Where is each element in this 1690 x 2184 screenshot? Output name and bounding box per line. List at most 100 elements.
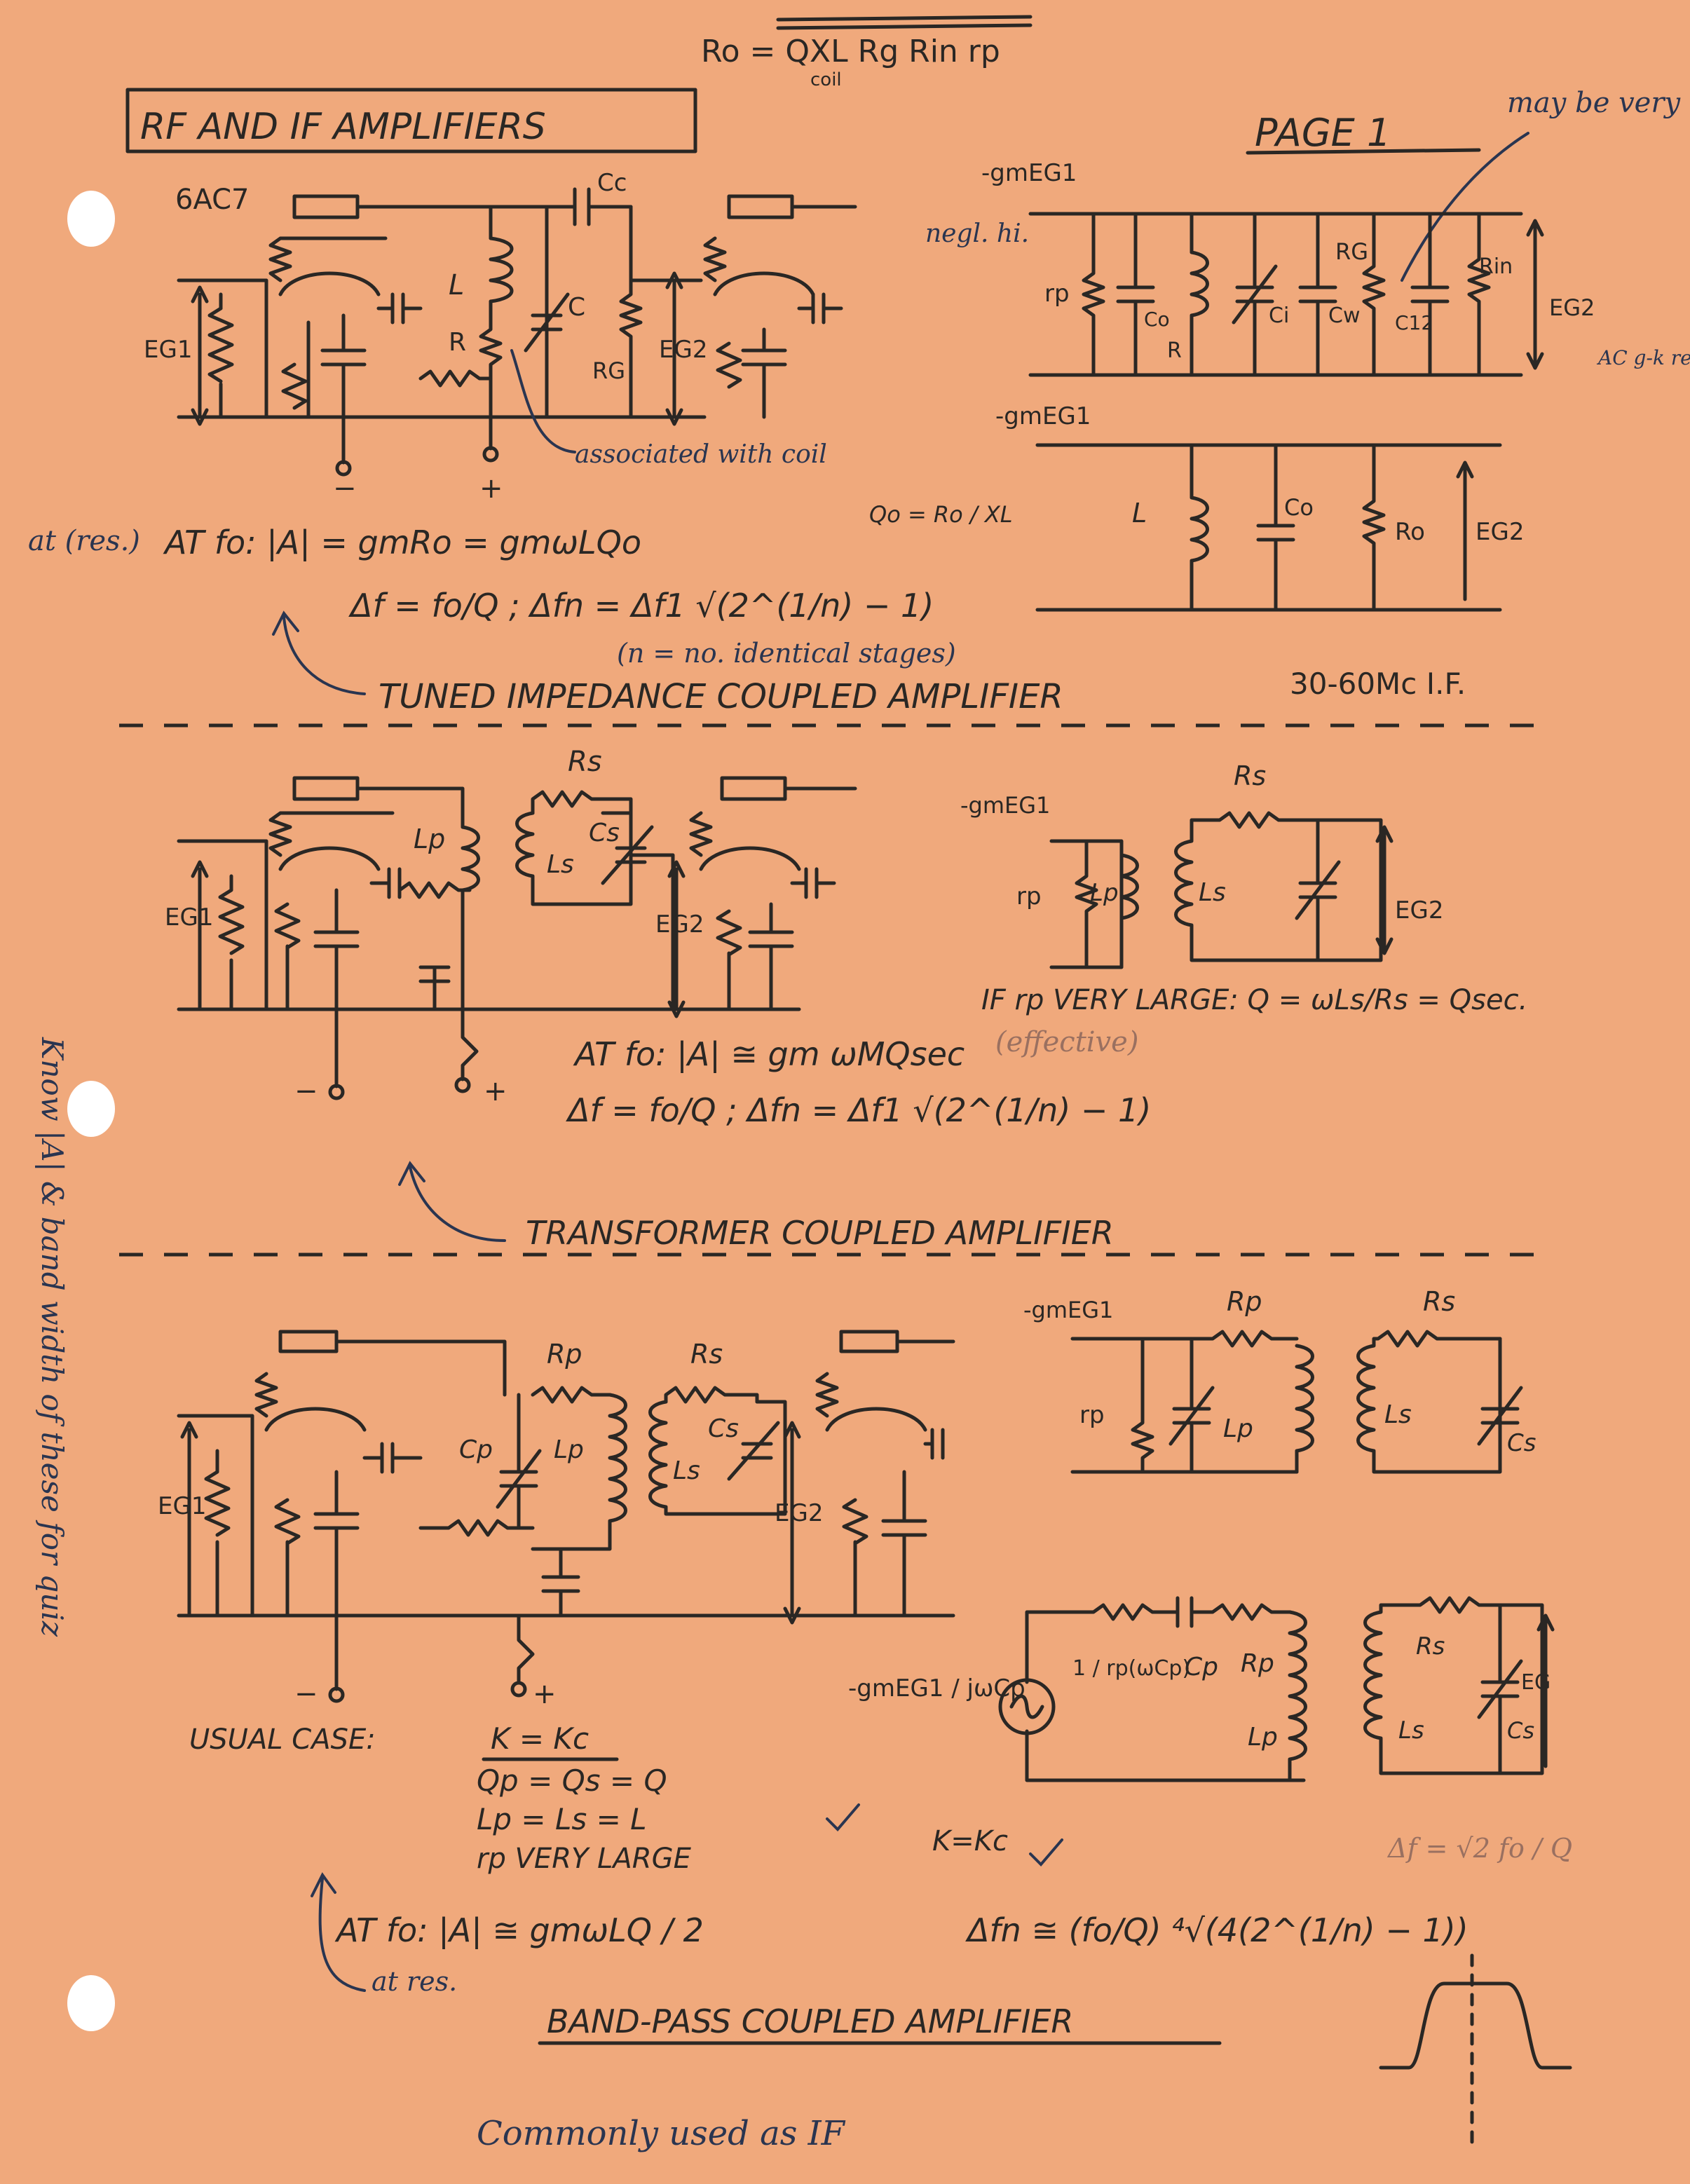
primary-coil-lp [461,825,480,1011]
co-capacitor-b [1256,443,1295,612]
plate-resistor [292,194,360,219]
cathode-resistor [281,320,311,419]
eq-gain-1: AT fo: |A| = gmRo = gmωLQo [163,524,641,562]
label-lp-eq3: Lp [1223,1414,1253,1443]
tuning-capacitor [524,205,570,419]
coil-resistor-r [479,299,503,419]
note-effective: (effective) [995,1026,1138,1058]
eq-bandwidth-2: Δf = fo/Q ; Δfn = Δf1 √(2^(1/n) − 1) [566,1091,1151,1129]
coil-l-eq [1190,212,1209,377]
label-eg1-3: EG1 [158,1492,206,1520]
label-ls-eq2: Ls [1199,878,1226,907]
label-gm-eg1-3: -gmEG1 [1023,1297,1113,1323]
check-mark-2 [1029,1838,1063,1866]
secondary-coil-ls [515,811,633,906]
label-rin: Rin [1479,254,1513,279]
cw-capacitor [1298,212,1337,377]
terminal-plus [482,446,499,463]
label-lp-eq2: Lp [1090,879,1119,907]
tuned-impedance-schematic [177,187,857,477]
label-c12: C12 [1395,311,1433,334]
label-rg: RG [592,357,625,384]
coupling-capacitor [489,187,633,226]
label-minus-2: − [294,1075,318,1107]
note-may-be-low: may be very low [1507,87,1690,119]
label-eg2: EG2 [659,336,707,364]
binder-hole-bottom [67,1975,115,2031]
cs-capacitor [601,825,654,885]
lp-coil-3 [531,1393,627,1551]
footer-note: Commonly used as IF [477,2114,846,2153]
label-eg1: EG1 [144,336,192,364]
rs-resistor-3 [664,1386,759,1404]
rg-resistor [1362,212,1386,377]
label-cp-3: Cp [459,1435,493,1464]
caption-bandpass: BAND-PASS COUPLED AMPLIFIER [547,2002,1073,2040]
usual-case-cond-2: Qp = Qs = Q [477,1763,667,1798]
equivalent-circuit-3b [998,1596,1555,1782]
label-ci: Ci [1269,303,1289,328]
label-source: -gmEG1 / jωCp [848,1674,1025,1702]
grid-lead [177,278,268,419]
check-mark-1 [826,1803,860,1831]
ro-resistor [1362,443,1386,612]
screen-feed-resistor [418,369,493,388]
eq-stages-note: (n = no. identical stages) [617,638,956,669]
usual-case-label: USUAL CASE: [189,1724,376,1756]
label-gm-eg1-2: -gmEG1 [960,792,1050,819]
rp-resistor-3 [531,1386,612,1404]
page-number: PAGE 1 [1255,111,1391,155]
caption-transformer: TRANSFORMER COUPLED AMPLIFIER [526,1214,1114,1252]
side-note-quiz: Know |A| & band width of these for quiz [35,1037,69,1637]
grid-resistor-rg [619,205,643,419]
label-ro: Ro [1395,518,1425,546]
label-eg-eq3b: EG [1521,1670,1551,1695]
label-ls-3: Ls [673,1456,700,1485]
equivalent-circuit-2 [1049,811,1393,969]
note-associated-with-coil: associated with coil [575,440,827,469]
arrow-associated [510,349,576,453]
ls-coil-3 [648,1400,787,1516]
label-rp-small-3: rp [1079,1401,1105,1429]
arrow-may-be-low [1401,132,1529,282]
bandpass-response-curve [1379,1981,1572,2070]
label-rp-2: rp [1016,882,1042,910]
label-r-frac: 1 / rp(ωCp) [1072,1656,1190,1681]
label-rs-eq2: Rs [1234,760,1266,791]
label-ls-eq3b: Ls [1398,1717,1424,1745]
label-gm-eg1-b: -gmEG1 [995,402,1091,430]
coil-l [489,236,514,303]
cond-rp-large: IF rp VERY LARGE: Q = ωLs/Rs = Qsec. [981,984,1527,1016]
label-eg2-eq2: EG2 [1395,896,1443,924]
arrow-section1 [272,610,366,695]
ci-capacitor [1232,212,1278,377]
equivalent-circuit-3a [1070,1330,1523,1474]
kkc-note: K=Kc [932,1825,1008,1857]
label-rs-eq3: Rs [1423,1286,1455,1317]
label-eg2-3: EG2 [775,1499,823,1527]
co-capacitor [1116,212,1155,377]
bypass-capacitor [320,313,367,419]
label-lp-eq3b: Lp [1248,1723,1278,1752]
usual-case-cond-3: Lp = Ls = L [477,1802,647,1836]
terminal-minus [335,460,352,477]
note-negl-hi: negl. hi. [925,219,1029,248]
screen-capacitor [376,292,423,325]
rp-resistor [1082,212,1105,377]
label-minus-3: − [294,1678,318,1710]
label-cs-2: Cs [589,819,620,847]
cp-capacitor [496,1393,542,1530]
label-rg-eq: RG [1335,238,1368,265]
label-cs-3: Cs [708,1414,739,1443]
label-rp-eq3b: Rp [1241,1649,1274,1678]
eq-gain-2: AT fo: |A| ≅ gm ωMQsec [573,1035,965,1074]
ac-source [998,1678,1056,1735]
bandpass-schematic [177,1330,955,1703]
usual-case-cond-1: K = Kc [491,1721,589,1756]
ls-rs-eq2 [1174,811,1383,962]
c12-capacitor [1410,212,1450,377]
page-underline [1246,148,1481,155]
label-plus-2: + [484,1075,507,1107]
